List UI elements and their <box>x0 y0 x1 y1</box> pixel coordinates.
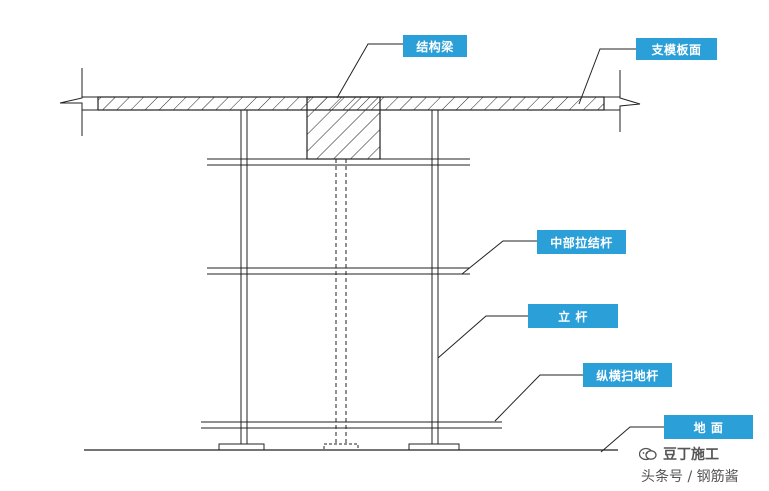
leader-sweeping <box>494 374 583 422</box>
center-dashed-pole <box>323 159 359 451</box>
upright-pole-right <box>431 110 439 444</box>
upright-pole-label: 立 杆 <box>528 304 618 328</box>
base-plate-left <box>218 443 265 451</box>
watermark-source: 头条号 / 钢筋酱 <box>641 469 739 485</box>
logo-icon <box>639 447 657 461</box>
watermark-brand: 豆丁施工 <box>663 447 719 463</box>
sweeping-bar-label: 纵横扫地杆 <box>583 363 672 387</box>
middle-tie-bar-label: 中部拉结杆 <box>537 230 626 254</box>
sweeping-bar <box>201 421 502 429</box>
leader-ground <box>600 426 664 453</box>
watermark: 豆丁施工 头条号 / 钢筋酱 <box>633 444 765 488</box>
formwork-panel-label: 支模板面 <box>636 38 717 60</box>
leader-middle-tie <box>461 240 537 275</box>
base-plate-right <box>408 443 460 451</box>
leader-lines <box>336 43 664 453</box>
ground-label: 地 面 <box>664 415 753 439</box>
middle-tie-bar <box>207 267 470 275</box>
top-horizontal-bar <box>207 158 470 166</box>
upright-pole-left <box>240 110 248 444</box>
structural-beam <box>306 96 381 160</box>
leader-formwork <box>578 48 636 105</box>
leader-upright <box>437 315 528 359</box>
beam-label: 结构梁 <box>403 35 467 57</box>
leader-beam <box>336 43 403 99</box>
